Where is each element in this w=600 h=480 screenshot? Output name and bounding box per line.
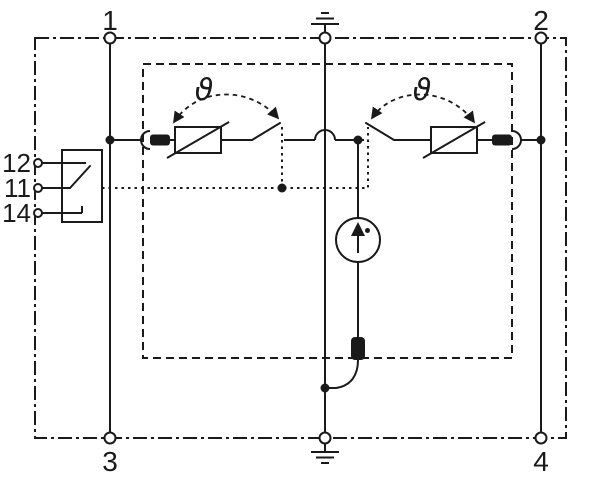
terminal-1-node bbox=[103, 31, 117, 45]
varistor-right bbox=[422, 121, 486, 159]
main-line bbox=[110, 122, 541, 150]
contact-11-label: 11 bbox=[4, 173, 31, 203]
lead-through-contact-left bbox=[150, 134, 170, 146]
trip-link-horizontal bbox=[102, 127, 369, 189]
thermal-arc-right bbox=[371, 93, 476, 124]
thermal-disconnector-left-blade bbox=[251, 122, 281, 141]
thermal-disconnector-right-blade bbox=[365, 122, 395, 141]
junction-dot bbox=[320, 383, 330, 393]
spark-gap bbox=[326, 140, 381, 389]
spark-gap-arrow-head bbox=[351, 222, 365, 236]
terminal-3-label: 3 bbox=[102, 446, 118, 477]
lead-through-contact-right bbox=[492, 134, 512, 146]
contact-14-label: 14 bbox=[2, 198, 31, 228]
wire-crossover-hop bbox=[314, 129, 336, 141]
junction-dot bbox=[105, 135, 115, 145]
thermal-arc-left bbox=[173, 93, 280, 124]
trip-link-junction-dot bbox=[277, 183, 287, 193]
junction-dot bbox=[536, 135, 546, 145]
outer-boundary bbox=[34, 37, 567, 439]
theta-symbol-left: ϑ bbox=[195, 73, 214, 108]
junction-dot bbox=[353, 135, 363, 145]
varistor-left-stroke bbox=[166, 121, 230, 159]
terminal-3-node bbox=[103, 431, 117, 445]
contact-14-terminal bbox=[33, 208, 43, 218]
lead-through-arc-left bbox=[140, 130, 151, 150]
contact-12-label: 12 bbox=[2, 148, 31, 178]
varistor-right-stroke bbox=[422, 121, 486, 159]
terminal-4-node bbox=[534, 431, 548, 445]
terminal-2-label: 2 bbox=[533, 5, 549, 36]
lead-through-arc-right bbox=[511, 130, 522, 150]
varistor-left bbox=[166, 121, 230, 159]
device-boundary bbox=[142, 63, 513, 359]
contact-12-terminal bbox=[33, 158, 43, 168]
ground-symbol-bottom bbox=[311, 443, 339, 464]
spark-gap-earth-hook bbox=[326, 359, 359, 389]
spark-gap-electrode-contact bbox=[351, 337, 365, 360]
spark-gap-trigger-dot bbox=[365, 228, 370, 233]
earth-bottom-node bbox=[318, 431, 332, 445]
contact-11-blade bbox=[61, 165, 91, 189]
theta-symbol-right: ϑ bbox=[413, 73, 432, 108]
terminal-4-label: 4 bbox=[533, 446, 549, 477]
ground-symbol-top bbox=[311, 12, 339, 33]
earth-top-node bbox=[318, 31, 332, 45]
contact-11-terminal bbox=[33, 183, 43, 193]
remote-signal-contact bbox=[33, 149, 103, 223]
terminal-1-label: 1 bbox=[102, 5, 118, 36]
terminal-2-node bbox=[534, 31, 548, 45]
